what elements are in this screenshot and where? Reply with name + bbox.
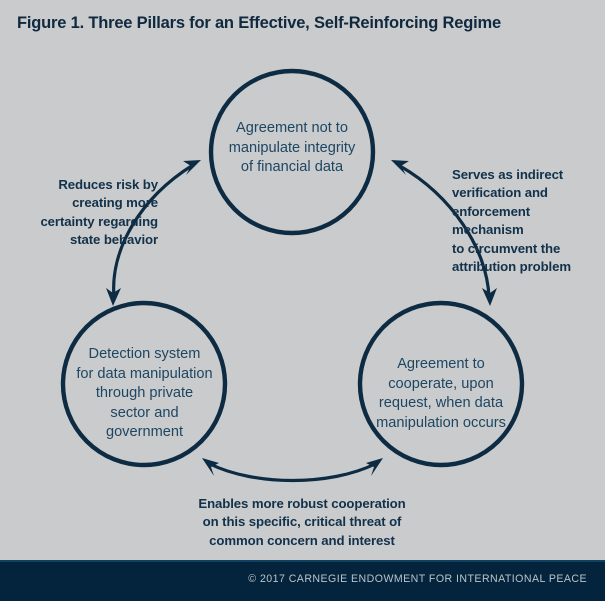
connector-caption-right: Serves as indirect verification and enfo… [452,167,571,275]
connector-caption-bottom: Enables more robust cooperation on this … [198,496,406,548]
node-label-agreement-cooperate: Agreement to cooperate, upon request, wh… [376,356,506,431]
footer-bar: © 2017 CARNEGIE ENDOWMENT FOR INTERNATIO… [0,560,605,601]
connector-arrow-right [391,160,497,306]
footer-credit-text: © 2017 CARNEGIE ENDOWMENT FOR INTERNATIO… [248,573,587,585]
connector-arrow-left [106,160,201,306]
node-circle-detection-system [60,300,228,468]
connector-arrow-bottom [202,458,383,483]
node-label-agreement-integrity: Agreement not to manipulate integrity of… [228,120,356,175]
node-label-detection-system: Detection system for data manipulation t… [76,346,213,440]
node-circle-agreement-integrity [208,68,376,236]
figure-title: Figure 1. Three Pillars for an Effective… [17,14,501,32]
connector-caption-left: Reduces risk by creating more certainty … [40,177,158,248]
node-circle-agreement-cooperate [357,300,525,468]
